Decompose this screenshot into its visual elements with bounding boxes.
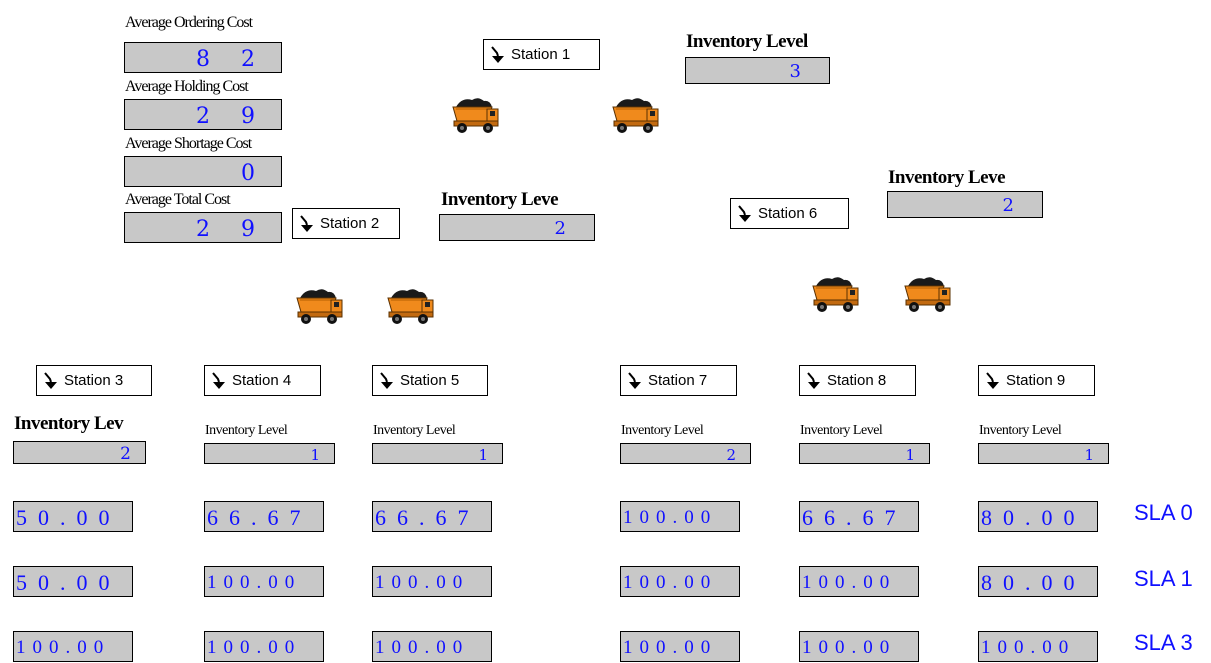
avg-holding-cost-field: 2 9: [124, 99, 282, 130]
station-9-button[interactable]: Station 9: [978, 365, 1095, 396]
station-5-inventory-field: 1: [372, 443, 503, 464]
avg-shortage-cost-label: Average Shortage Cost: [125, 135, 252, 152]
station-8-button[interactable]: Station 8: [799, 365, 916, 396]
sla-0-station-7: 100.00: [620, 501, 740, 532]
station-7-button[interactable]: Station 7: [620, 365, 737, 396]
sla-1-station-7: 100.00: [620, 566, 740, 597]
arrow-down-icon: [489, 46, 507, 64]
dump-truck-icon: [808, 274, 860, 314]
station-1-inventory-label: Inventory Level: [686, 31, 808, 52]
station-9-label: Station 9: [1006, 372, 1066, 389]
station-4-inventory-label: Inventory Level: [205, 423, 288, 438]
station-2-inventory-label: Inventory Leve: [441, 189, 559, 210]
station-3-inventory-field: 2: [13, 441, 146, 464]
station-5-inventory-label: Inventory Level: [373, 423, 456, 438]
sla-1-station-4: 100.00: [204, 566, 324, 597]
arrow-down-icon: [805, 372, 823, 390]
sla-0-station-5: 66.67: [372, 501, 492, 532]
dump-truck-icon: [448, 95, 500, 135]
dump-truck-icon: [608, 95, 660, 135]
station-5-label: Station 5: [400, 372, 460, 389]
station-6-inventory-field: 2: [887, 191, 1043, 218]
station-8-label: Station 8: [827, 372, 887, 389]
station-9-inventory-field: 1: [978, 443, 1109, 464]
station-5-button[interactable]: Station 5: [372, 365, 488, 396]
station-3-button[interactable]: Station 3: [36, 365, 152, 396]
sla-1-station-9: 80.00: [978, 566, 1098, 597]
sla-0-station-3: 50.00: [13, 501, 133, 532]
sla-0-label: SLA 0: [1134, 500, 1193, 525]
station-4-label: Station 4: [232, 372, 292, 389]
station-2-button[interactable]: Station 2: [292, 208, 400, 239]
station-7-inventory-label: Inventory Level: [621, 423, 704, 438]
dump-truck-icon: [383, 286, 435, 326]
station-1-button[interactable]: Station 1: [483, 39, 600, 70]
sla-0-station-8: 66.67: [799, 501, 919, 532]
avg-total-cost-field: 2 9: [124, 212, 282, 243]
station-2-inventory-field: 2: [439, 214, 595, 241]
station-7-inventory-field: 2: [620, 443, 751, 464]
station-2-label: Station 2: [320, 215, 380, 232]
arrow-down-icon: [626, 372, 644, 390]
station-9-inventory-label: Inventory Level: [979, 423, 1062, 438]
sla-0-station-9: 80.00: [978, 501, 1098, 532]
station-6-button[interactable]: Station 6: [730, 198, 849, 229]
sla-0-station-4: 66.67: [204, 501, 324, 532]
dump-truck-icon: [900, 274, 952, 314]
station-1-inventory-field: 3: [685, 57, 830, 84]
sla-1-label: SLA 1: [1134, 566, 1193, 591]
station-6-label: Station 6: [758, 205, 818, 222]
sla-1-station-3: 50.00: [13, 566, 133, 597]
sla-1-station-8: 100.00: [799, 566, 919, 597]
sla-3-station-4: 100.00: [204, 631, 324, 662]
station-6-inventory-label: Inventory Leve: [888, 167, 1006, 188]
station-1-label: Station 1: [511, 46, 571, 63]
avg-shortage-cost-field: 0: [124, 156, 282, 187]
avg-holding-cost-label: Average Holding Cost: [125, 78, 249, 95]
station-8-inventory-field: 1: [799, 443, 930, 464]
sla-3-station-3: 100.00: [13, 631, 133, 662]
avg-total-cost-label: Average Total Cost: [125, 191, 231, 208]
station-7-label: Station 7: [648, 372, 708, 389]
arrow-down-icon: [984, 372, 1002, 390]
station-8-inventory-label: Inventory Level: [800, 423, 883, 438]
station-3-label: Station 3: [64, 372, 124, 389]
dump-truck-icon: [292, 286, 344, 326]
station-4-inventory-field: 1: [204, 443, 335, 464]
sla-3-label: SLA 3: [1134, 630, 1193, 655]
sla-3-station-9: 100.00: [978, 631, 1098, 662]
sla-3-station-8: 100.00: [799, 631, 919, 662]
arrow-down-icon: [378, 372, 396, 390]
sla-3-station-5: 100.00: [372, 631, 492, 662]
station-3-inventory-label: Inventory Lev: [14, 413, 124, 434]
arrow-down-icon: [210, 372, 228, 390]
station-4-button[interactable]: Station 4: [204, 365, 321, 396]
arrow-down-icon: [298, 215, 316, 233]
sla-3-station-7: 100.00: [620, 631, 740, 662]
arrow-down-icon: [42, 372, 60, 390]
avg-ordering-cost-field: 8 2: [124, 42, 282, 73]
avg-ordering-cost-label: Average Ordering Cost: [125, 14, 253, 31]
arrow-down-icon: [736, 205, 754, 223]
sla-1-station-5: 100.00: [372, 566, 492, 597]
